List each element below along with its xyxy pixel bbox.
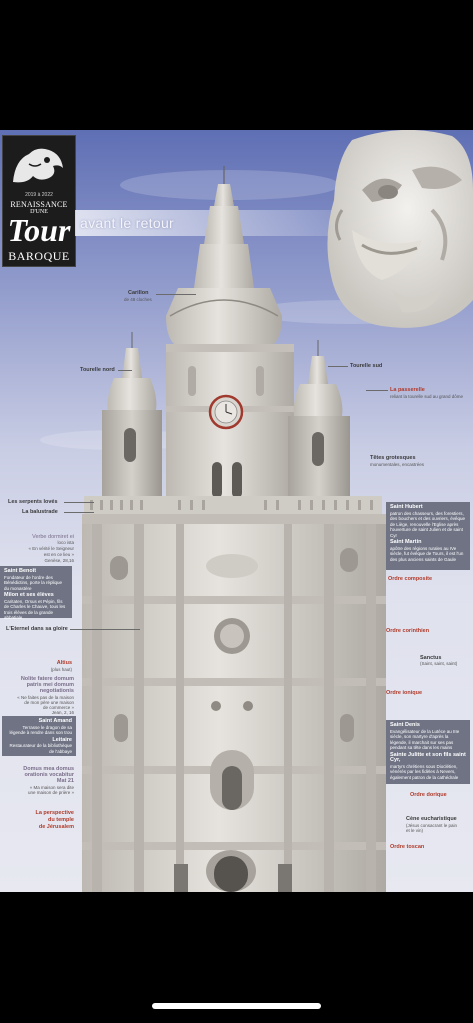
label-domus-sub: « Ma maison sera dite bbox=[29, 785, 74, 790]
leader-line bbox=[64, 502, 94, 503]
logo-line-renaissance: RENAISSANCE bbox=[10, 200, 68, 209]
label-tetes-grotesques: Têtes grotesques bbox=[370, 455, 416, 461]
saint-benoit-title: Saint Benoît bbox=[4, 568, 37, 574]
label-perspective: La perspective bbox=[35, 810, 74, 816]
saint-amand-title: Saint Amand bbox=[38, 718, 72, 724]
leitaire-text: Restaurateur de la bibliothèque de l'abb… bbox=[9, 743, 72, 754]
label-nolite-3: negotiationis bbox=[39, 688, 74, 694]
saint-martin-text: apôtre des régions rurales au IVe siècle… bbox=[390, 545, 464, 562]
label-verbe-sub: loco ista bbox=[57, 540, 74, 545]
leader-line bbox=[156, 294, 196, 295]
saint-denis-text: Evangélisateur de la Lutèce au IIIe sièc… bbox=[390, 728, 460, 751]
sainte-julitte-title: Sainte Julitte et son fils saint Cyr, bbox=[390, 751, 466, 763]
baroque-tower-image bbox=[82, 166, 386, 892]
heritage-poster: 2019 à 2022 RENAISSANCE D'UNE Tour BAROQ… bbox=[0, 130, 473, 892]
info-box-saint-denis: Saint Denis Evangélisateur de la Lutèce … bbox=[386, 720, 470, 784]
tagline-band bbox=[75, 210, 335, 236]
saint-hubert-text: patron des chasseurs, des forestiers, de… bbox=[390, 510, 466, 538]
label-ordre-composite: Ordre composite bbox=[388, 576, 433, 582]
leader-line bbox=[70, 629, 140, 630]
info-box-saint-amand: Saint Amand Terrasse le dragon de sa lég… bbox=[2, 716, 76, 756]
saint-benoit-text: Fondateur de l'ordre des Bénédictins, po… bbox=[4, 574, 63, 591]
saint-amand-text: Terrasse le dragon de sa légende à rendr… bbox=[9, 724, 72, 736]
logo-tour: Tour bbox=[7, 212, 71, 248]
label-nolite-sub3: de commerce » bbox=[42, 705, 74, 710]
label-tourelle-sud: Tourelle sud bbox=[350, 363, 383, 369]
label-perspective-3: de Jérusalem bbox=[38, 824, 74, 830]
info-box-saint-benoit: Saint Benoît Fondateur de l'ordre des Bé… bbox=[0, 566, 72, 621]
label-serpents: Les serpents lovés bbox=[8, 499, 58, 505]
leader-line bbox=[118, 370, 132, 371]
label-ordre-dorique: Ordre dorique bbox=[410, 792, 447, 798]
label-tourelle-nord: Tourelle nord bbox=[80, 367, 115, 373]
grotesque-head-image bbox=[327, 130, 473, 328]
label-domus-3: Mat 21 bbox=[56, 778, 74, 784]
label-ordre-toscan: Ordre toscan bbox=[390, 844, 425, 850]
label-passerelle-sub: reliant la tourelle sud au grand dôme bbox=[390, 394, 464, 399]
label-cene-sub2: et le vin) bbox=[406, 828, 424, 833]
label-ordre-corinthien: Ordre corinthien bbox=[386, 628, 430, 634]
label-cene: Cène eucharistique bbox=[406, 816, 457, 822]
sainte-julitte-text: martyrs chrétiens sous Dioclétien, vénér… bbox=[390, 763, 459, 780]
milon-text: Caritaten, Orsus et Pépin, fils de Charl… bbox=[4, 598, 66, 621]
label-cene-sub: (Jésus consacrant le pain bbox=[406, 823, 458, 828]
label-altius: Altius bbox=[56, 660, 72, 666]
milon-title: Milon et ses élèves bbox=[4, 592, 54, 598]
leader-line bbox=[328, 366, 348, 367]
label-tetes-sub: monumentales, encastrées bbox=[370, 462, 425, 467]
label-altius-sub: (plus haut) bbox=[50, 667, 72, 672]
leader-line bbox=[366, 390, 388, 391]
label-nolite-sub2: de mon père une maison bbox=[24, 700, 74, 705]
label-carillon-sub: de 48 cloches bbox=[124, 297, 152, 302]
label-verbe-sub2: « En vérité le Seigneur bbox=[28, 546, 74, 551]
label-sanctus: Sanctus bbox=[420, 655, 442, 661]
logo-baroque: BAROQUE bbox=[8, 249, 70, 263]
label-domus: Domus mea domus bbox=[23, 766, 74, 772]
label-balustrade: La balustrade bbox=[22, 509, 58, 515]
logo-dates: 2019 à 2022 bbox=[25, 192, 53, 198]
label-nolite-sub: « Ne faites pas de la maison bbox=[17, 695, 74, 700]
leitaire-title: Leitaire bbox=[52, 736, 72, 743]
tagline: avant le retour bbox=[80, 215, 174, 231]
label-nolite-2: patris mei domum bbox=[26, 682, 74, 688]
leader-line bbox=[64, 512, 94, 513]
label-ordre-ionique: Ordre ionique bbox=[386, 690, 423, 696]
saint-martin-title: Saint Martin bbox=[390, 539, 422, 545]
home-indicator[interactable] bbox=[152, 1003, 321, 1009]
label-nolite-sub4: Jean, 2, 16 bbox=[51, 710, 74, 715]
label-carillon: Carillon bbox=[128, 290, 149, 296]
label-domus-sub2: une maison de prière » bbox=[27, 790, 74, 795]
label-verbe: Verbe dormiret ei bbox=[32, 534, 74, 540]
info-box-saint-hubert: Saint Hubert patron des chasseurs, des f… bbox=[386, 502, 470, 570]
label-perspective-2: du temple bbox=[48, 817, 74, 823]
saint-hubert-title: Saint Hubert bbox=[390, 504, 423, 510]
tour-baroque-logo: 2019 à 2022 RENAISSANCE D'UNE Tour BAROQ… bbox=[2, 135, 76, 267]
logo-line-dune: D'UNE bbox=[30, 209, 48, 215]
label-passerelle: La passerelle bbox=[390, 387, 425, 393]
label-eternel: L'Eternel dans sa gloire bbox=[6, 626, 68, 632]
gargoyle-emblem-icon bbox=[13, 148, 63, 183]
label-domus-2: orationis vocabitur bbox=[24, 772, 74, 778]
label-sanctus-sub: (Saint, saint, saint) bbox=[420, 661, 458, 666]
label-verbe-sub3: est en ce lieu » bbox=[43, 552, 74, 557]
saint-denis-title: Saint Denis bbox=[390, 722, 420, 728]
label-nolite: Nolite fatere domum bbox=[20, 676, 74, 682]
label-verbe-sub4: Genèse, 28,16 bbox=[44, 558, 74, 563]
